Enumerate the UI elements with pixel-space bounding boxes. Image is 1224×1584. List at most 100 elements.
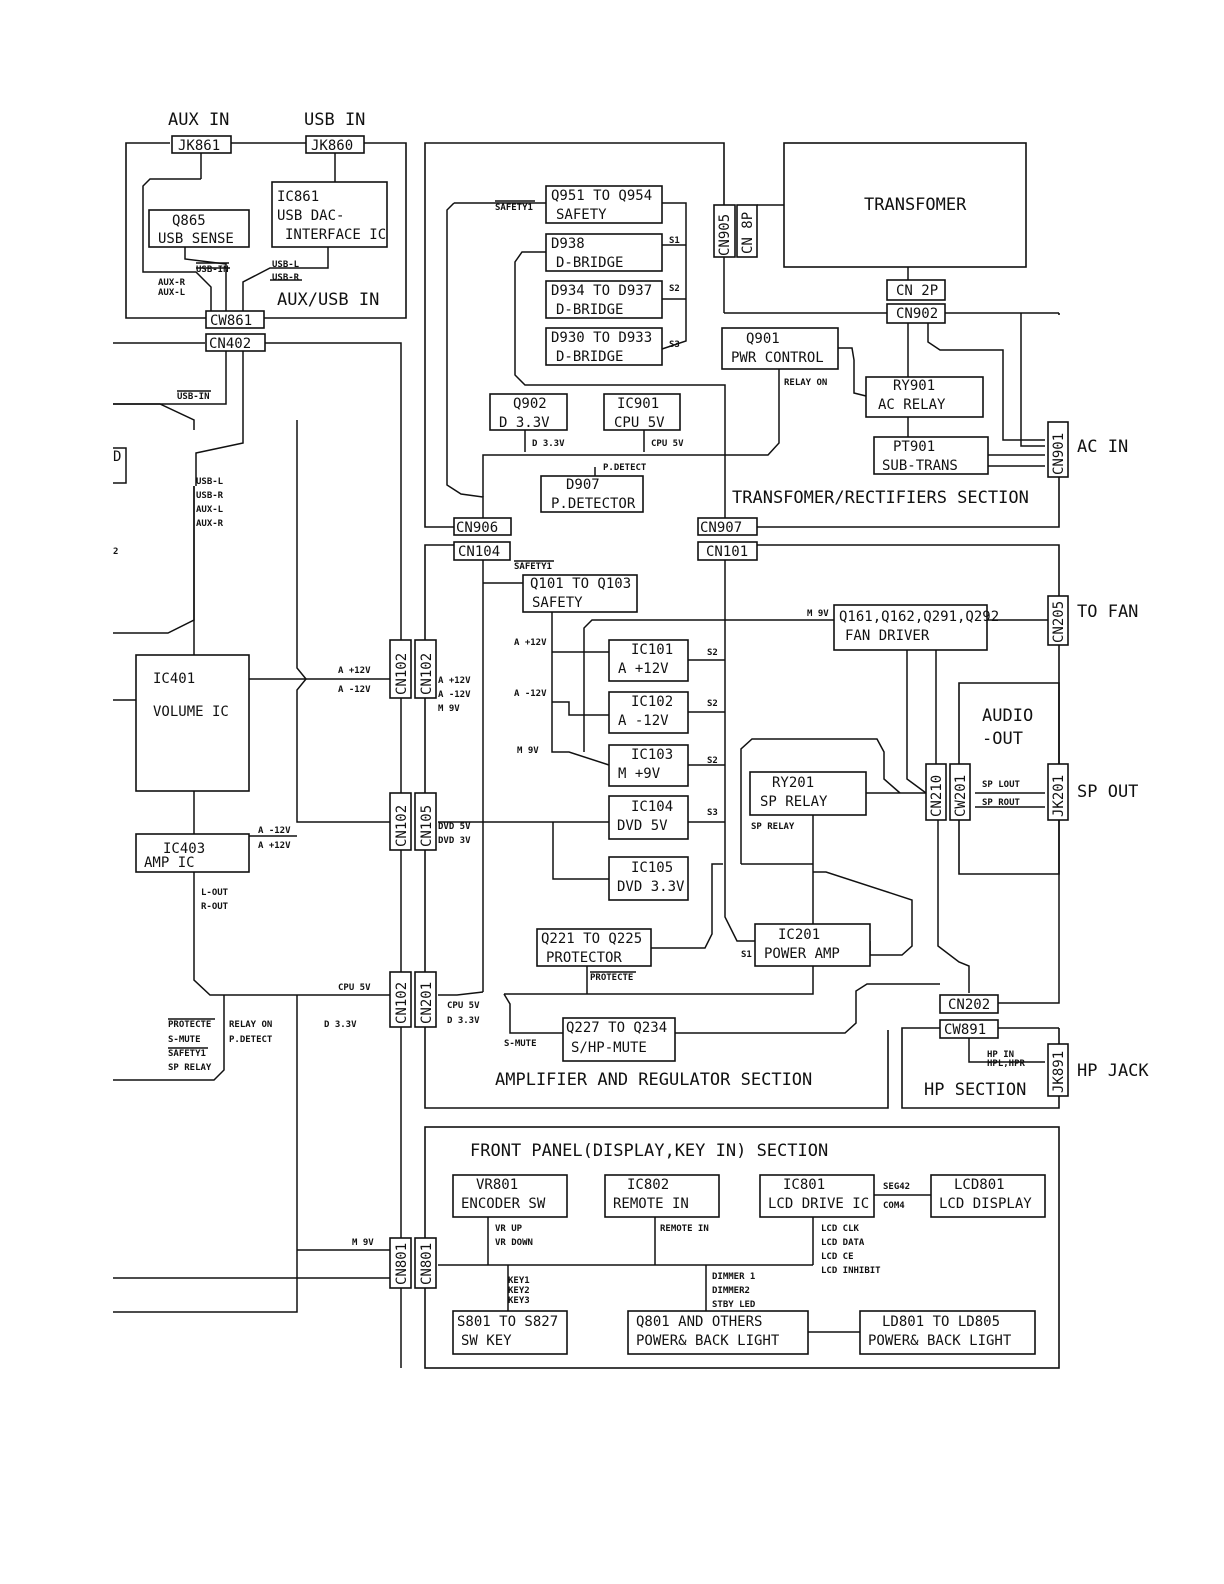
signal-protecte: PROTECTE	[590, 973, 633, 983]
signal-s2-b: S2	[707, 699, 718, 709]
ic403-desc: AMP IC	[144, 855, 195, 871]
ld801-desc: POWER& BACK LIGHT	[868, 1333, 1012, 1349]
q161-label: Q161,Q162,Q291,Q292	[839, 609, 999, 625]
signal-dvd3v: DVD 3V	[438, 836, 471, 846]
signal-cn102b-a12p: A +12V	[438, 676, 471, 686]
ac-in-label: AC IN	[1077, 437, 1128, 457]
ic102-label: IC102	[631, 694, 673, 710]
ic901-desc: CPU 5V	[614, 415, 665, 431]
signal-r-out: R-OUT	[201, 902, 229, 912]
signal-d33v: D 3.3V	[532, 439, 565, 449]
q101-label: Q101 TO Q103	[530, 576, 631, 592]
signal-m9v-fan: M 9V	[807, 609, 829, 619]
cn902-label: CN902	[896, 306, 938, 322]
aux-in-header: AUX IN	[168, 110, 229, 130]
cn201-label: CN201	[419, 982, 435, 1024]
wiring	[113, 153, 1060, 1368]
q801-desc: POWER& BACK LIGHT	[636, 1333, 780, 1349]
q901-label: Q901	[746, 331, 780, 347]
q901-desc: PWR CONTROL	[731, 350, 824, 366]
cn102-label-c: CN102	[394, 805, 410, 847]
signal-lm-pdetect: P.DETECT	[229, 1035, 273, 1045]
signal-safety1: SAFETY1	[495, 203, 533, 213]
signal-s2-a: S2	[707, 648, 718, 658]
signal-d33v-r: D 3.3V	[447, 1016, 480, 1026]
signal-remote-in: REMOTE IN	[660, 1224, 709, 1234]
signal-cpu5v-r: CPU 5V	[447, 1001, 480, 1011]
to-fan-label: TO FAN	[1077, 602, 1138, 622]
ic101-desc: A +12V	[618, 661, 669, 677]
ic102-desc: A -12V	[618, 713, 669, 729]
signal-lm-protecte: PROTECTE	[168, 1020, 211, 1030]
ic104-desc: DVD 5V	[617, 818, 668, 834]
signal-lm-sp-relay: SP RELAY	[168, 1063, 212, 1073]
cn901-label: CN901	[1051, 433, 1067, 475]
signal-s2: S2	[669, 284, 680, 294]
signal-seg42: SEG42	[883, 1182, 910, 1192]
signal-com4: COM4	[883, 1201, 905, 1211]
amplifier-section-title: AMPLIFIER AND REGULATOR SECTION	[495, 1070, 812, 1090]
q227-desc: S/HP-MUTE	[571, 1040, 647, 1056]
transformer-section-title: TRANSFOMER/RECTIFIERS SECTION	[732, 488, 1029, 508]
pt901-desc: SUB-TRANS	[882, 458, 958, 474]
cn105-label: CN105	[419, 805, 435, 847]
signal-hp-in: HP IN	[987, 1050, 1014, 1060]
section-borders	[125, 142, 1060, 1369]
ic802-label: IC802	[627, 1177, 669, 1193]
signal-cpu5v-l: CPU 5V	[338, 983, 371, 993]
signal-sp-lout: SP LOUT	[982, 780, 1021, 790]
d934-desc: D-BRIDGE	[556, 302, 623, 318]
signal-ic403-a12n: A -12V	[258, 826, 291, 836]
cn2p-label: CN 2P	[896, 283, 938, 299]
signal-aux-l: AUX-L	[158, 288, 186, 298]
signal-vr-down: VR DOWN	[495, 1238, 533, 1248]
ic801-label: IC801	[783, 1177, 825, 1193]
cw891-label: CW891	[944, 1022, 986, 1038]
s801-desc: SW KEY	[461, 1333, 512, 1349]
overline-marks	[168, 200, 636, 1049]
jk860-label: JK860	[311, 138, 353, 154]
lcd801-desc: LCD DISPLAY	[939, 1196, 1032, 1212]
signal-cn102b-a12n: A -12V	[438, 690, 471, 700]
ic861-desc2: INTERFACE IC	[285, 227, 386, 243]
jk201-label: JK201	[1051, 775, 1067, 817]
usb-in-header: USB IN	[304, 110, 365, 130]
signal-s1-b: S1	[741, 950, 752, 960]
ry901-label: RY901	[893, 378, 935, 394]
s801-label: S801 TO S827	[457, 1314, 558, 1330]
cn205-label: CN205	[1051, 601, 1067, 643]
signal-hpl-hpr: HPL,HPR	[987, 1059, 1026, 1069]
aux-usb-section-title: AUX/USB IN	[277, 290, 379, 310]
q902-label: Q902	[513, 396, 547, 412]
cn102-label-b: CN102	[419, 653, 435, 695]
signal-stby-led: STBY LED	[712, 1300, 756, 1310]
cw861-label: CW861	[210, 313, 252, 329]
signal-a12p: A +12V	[514, 638, 547, 648]
signal-s2-c: S2	[707, 756, 718, 766]
signal-usb-in-2: USB-IN	[177, 392, 210, 402]
signal-ls-usb-r: USB-R	[196, 491, 224, 501]
ic401-desc: VOLUME IC	[153, 704, 229, 720]
ic101-label: IC101	[631, 642, 673, 658]
cw201-label: CW201	[953, 775, 969, 817]
ic403-label: IC403	[163, 841, 205, 857]
jk891-label: JK891	[1051, 1051, 1067, 1093]
ic201-label: IC201	[778, 927, 820, 943]
signal-lcd-inhibit: LCD INHIBIT	[821, 1266, 881, 1276]
signal-s3: S3	[669, 340, 680, 350]
edge-label-d: D	[113, 449, 121, 465]
sp-out-label: SP OUT	[1077, 782, 1138, 802]
ic901-label: IC901	[617, 396, 659, 412]
cn102-label-a: CN102	[394, 653, 410, 695]
lcd801-label: LCD801	[954, 1177, 1005, 1193]
signal-key3: KEY3	[508, 1296, 530, 1306]
cn801-label-a: CN801	[394, 1243, 410, 1285]
ic105-label: IC105	[631, 860, 673, 876]
hp-jack-label: HP JACK	[1077, 1061, 1149, 1081]
signal-lm-safety1: SAFETY1	[168, 1049, 206, 1059]
ic201-desc: POWER AMP	[764, 946, 840, 962]
q865-label: Q865	[172, 213, 206, 229]
jk861-label: JK861	[178, 138, 220, 154]
signal-ic403-a12p: A +12V	[258, 841, 291, 851]
